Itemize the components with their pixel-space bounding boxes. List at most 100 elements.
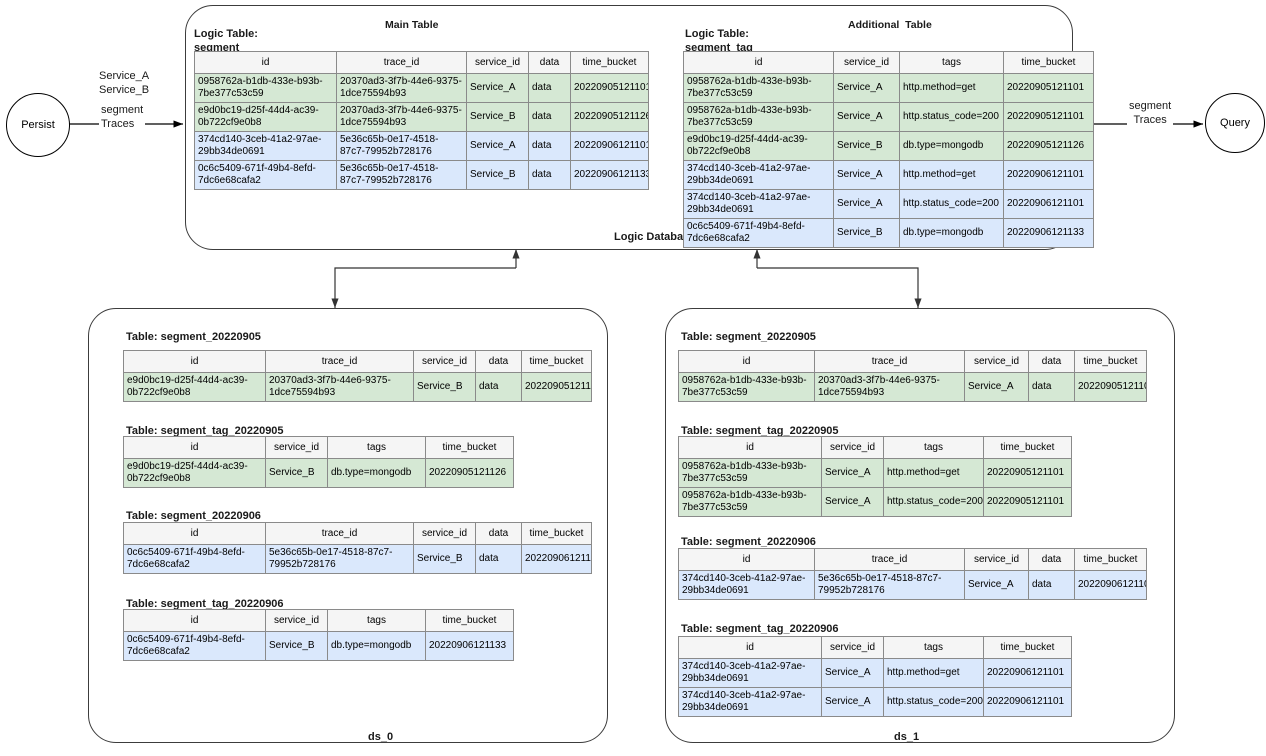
cell-id: 374cd140-3ceb-41a2-97ae-29bb34de0691	[194, 131, 337, 161]
column-header-id: id	[678, 436, 822, 459]
cell-id: 0958762a-b1db-433e-b93b-7be377c53c59	[683, 73, 834, 103]
cell-time_bucket: 20220905121101	[983, 487, 1072, 517]
query-edge-payload-label: segment Traces	[1127, 99, 1174, 127]
cell-service_id: Service_B	[413, 372, 476, 402]
cell-time_bucket: 20220906121101	[983, 687, 1072, 717]
column-header-data: data	[528, 51, 571, 74]
cell-service_id: Service_A	[833, 189, 900, 219]
column-header-id: id	[194, 51, 337, 74]
cell-tags: http.status_code=200	[883, 687, 984, 717]
cell-service_id: Service_A	[821, 658, 884, 688]
cell-time_bucket: 20220906121133	[1003, 218, 1094, 248]
cell-trace_id: 20370ad3-3f7b-44e6-9375-1dce75594b93	[336, 102, 467, 132]
cell-id: 0c6c5409-671f-49b4-8efd-7dc6e68cafa2	[194, 160, 337, 190]
cell-service_id: Service_A	[821, 687, 884, 717]
ds1-table4-caption: Table: segment_tag_20220906	[681, 623, 839, 635]
cell-time_bucket: 20220905121126	[425, 458, 514, 488]
cell-service_id: Service_A	[964, 372, 1029, 402]
cell-data: data	[528, 73, 571, 103]
cell-service_id: Service_A	[466, 73, 529, 103]
ds0-table4-caption: Table: segment_tag_20220906	[126, 598, 284, 610]
cell-id: 374cd140-3ceb-41a2-97ae-29bb34de0691	[683, 189, 834, 219]
column-header-service_id: service_id	[265, 609, 328, 632]
persist-node[interactable]: Persist	[6, 93, 70, 157]
cell-id: 0c6c5409-671f-49b4-8efd-7dc6e68cafa2	[123, 631, 266, 661]
edge-logicdb-to-ds0-elbow	[334, 267, 516, 281]
cell-time_bucket: 20220905121101	[570, 73, 649, 103]
cell-id: 0958762a-b1db-433e-b93b-7be377c53c59	[678, 372, 815, 402]
cell-id: 0c6c5409-671f-49b4-8efd-7dc6e68cafa2	[123, 544, 266, 574]
column-header-data: data	[1028, 548, 1075, 571]
ds1-table1-caption: Table: segment_20220905	[681, 331, 816, 343]
cell-data: data	[475, 544, 522, 574]
column-header-id: id	[123, 436, 266, 459]
cell-tags: http.status_code=200	[883, 487, 984, 517]
cell-time_bucket: 20220905121126	[521, 372, 592, 402]
column-header-tags: tags	[327, 609, 426, 632]
cell-trace_id: 5e36c65b-0e17-4518-87c7-79952b728176	[814, 570, 965, 600]
cell-id: e9d0bc19-d25f-44d4-ac39-0b722cf9e0b8	[194, 102, 337, 132]
cell-time_bucket: 20220905121101	[1003, 73, 1094, 103]
column-header-trace_id: trace_id	[814, 548, 965, 571]
cell-time_bucket: 20220906121101	[570, 131, 649, 161]
cell-id: 0958762a-b1db-433e-b93b-7be377c53c59	[194, 73, 337, 103]
cell-id: e9d0bc19-d25f-44d4-ac39-0b722cf9e0b8	[123, 372, 266, 402]
column-header-time_bucket: time_bucket	[1074, 350, 1147, 373]
cell-id: 374cd140-3ceb-41a2-97ae-29bb34de0691	[678, 570, 815, 600]
column-header-id: id	[123, 609, 266, 632]
cell-time_bucket: 20220905121101	[1003, 102, 1094, 132]
column-header-service_id: service_id	[821, 436, 884, 459]
column-header-id: id	[678, 548, 815, 571]
cell-data: data	[528, 131, 571, 161]
column-header-id: id	[678, 636, 822, 659]
ds0-table2-caption: Table: segment_tag_20220905	[126, 425, 284, 437]
persist-edge-payload-label: segment Traces	[99, 103, 146, 131]
cell-time_bucket: 20220905121126	[570, 102, 649, 132]
column-header-tags: tags	[883, 436, 984, 459]
ds1-table2-caption: Table: segment_tag_20220905	[681, 425, 839, 437]
cell-tags: db.type=mongodb	[327, 458, 426, 488]
cell-id: e9d0bc19-d25f-44d4-ac39-0b722cf9e0b8	[683, 131, 834, 161]
cell-time_bucket: 20220906121133	[521, 544, 592, 574]
cell-service_id: Service_A	[466, 131, 529, 161]
cell-trace_id: 20370ad3-3f7b-44e6-9375-1dce75594b93	[265, 372, 414, 402]
cell-trace_id: 5e36c65b-0e17-4518-87c7-79952b728176	[336, 131, 467, 161]
cell-tags: http.status_code=200	[899, 189, 1004, 219]
cell-service_id: Service_A	[833, 160, 900, 190]
column-header-service_id: service_id	[964, 350, 1029, 373]
column-header-id: id	[123, 350, 266, 373]
cell-tags: db.type=mongodb	[899, 218, 1004, 248]
cell-time_bucket: 20220906121101	[1003, 189, 1094, 219]
column-header-time_bucket: time_bucket	[570, 51, 649, 74]
cell-service_id: Service_B	[833, 218, 900, 248]
column-header-time_bucket: time_bucket	[1003, 51, 1094, 74]
ds1-label: ds_1	[894, 731, 920, 743]
column-header-service_id: service_id	[466, 51, 529, 74]
cell-time_bucket: 20220906121133	[570, 160, 649, 190]
cell-id: 0958762a-b1db-433e-b93b-7be377c53c59	[678, 487, 822, 517]
query-node[interactable]: Query	[1205, 93, 1265, 153]
column-header-data: data	[475, 522, 522, 545]
cell-trace_id: 20370ad3-3f7b-44e6-9375-1dce75594b93	[814, 372, 965, 402]
ds0-table3-caption: Table: segment_20220906	[126, 510, 261, 522]
